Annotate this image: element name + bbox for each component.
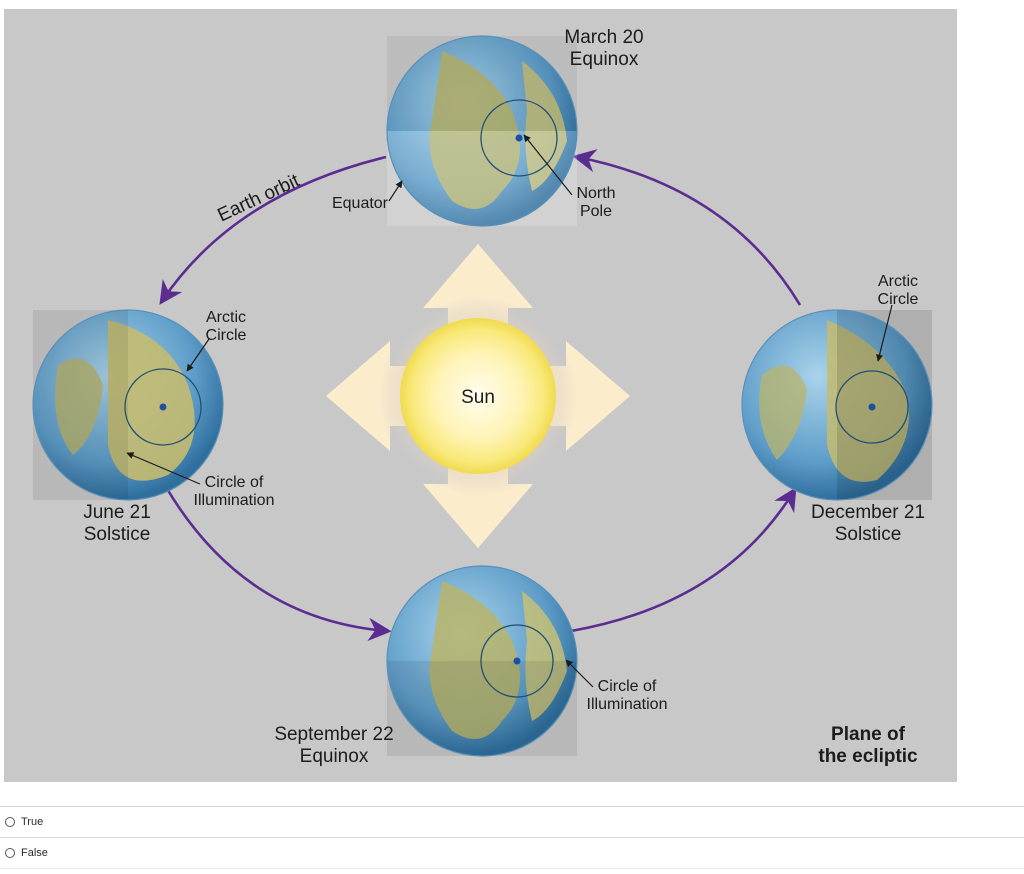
orbit-arrow-september-to-december [570,487,797,633]
arctic-circle-june-line1: Arctic [206,309,246,326]
diagram-canvas: March 20 Equinox Earth orbit Equator Nor… [4,9,957,782]
sun-ray-right [566,341,630,451]
north-pole-dot [515,134,523,142]
arctic-circle-june-line2: Circle [206,327,247,344]
radio-button-true[interactable] [5,817,15,827]
sun-ray-down [423,484,533,548]
sun-ray-left [326,341,390,451]
orbit-arrow-december-to-march [572,149,802,306]
arctic-circle-pointer-december [876,304,893,362]
plane-of-ecliptic-line1: Plane of [831,724,906,745]
illumination-pointer-september [565,659,594,688]
illumination-september-line2: Illumination [587,696,668,713]
equator-label: Equator [332,195,389,212]
option-false-label: False [21,847,48,859]
radio-button-false[interactable] [5,848,15,858]
december-event-label: Solstice [835,524,902,545]
illumination-pointer-june [126,452,201,485]
illumination-june-line2: Illumination [194,492,275,509]
earth-march-equinox [386,35,578,227]
plane-of-ecliptic-line2: the ecliptic [818,746,918,767]
equator-pointer [388,180,403,202]
leader-lines [126,134,893,688]
september-event-label: Equinox [300,746,369,767]
march-event-label: Equinox [570,49,639,70]
sun-disc [400,318,556,474]
north-pole-label-line1: North [576,185,615,202]
sun [326,244,630,548]
earth-orbit-path [159,149,802,642]
illumination-september-line1: Circle of [598,678,657,695]
north-pole-pointer [523,134,573,196]
arctic-circle-ring [480,99,558,177]
sun-ray-up [423,244,533,308]
option-true[interactable]: True [0,806,1024,837]
june-date-label: June 21 [83,502,151,523]
september-date-label: September 22 [274,724,393,745]
illumination-june-line1: Circle of [205,474,264,491]
arctic-circle-december-line2: Circle [878,291,919,308]
arctic-circle-december-line1: Arctic [878,273,918,290]
orbit-arrow-june-to-september [164,486,392,642]
option-true-label: True [21,816,44,828]
arctic-circle-pointer-june [186,338,210,372]
earth-orbit-diagram: March 20 Equinox Earth orbit Equator Nor… [4,9,957,782]
june-event-label: Solstice [84,524,151,545]
earth-december-solstice [741,309,933,501]
answer-options: True False [0,806,1024,869]
north-pole-label-line2: Pole [580,203,612,220]
march-date-label: March 20 [564,27,643,48]
earth-june-solstice [32,309,224,501]
earth-september-equinox [386,565,578,757]
december-date-label: December 21 [811,502,925,523]
option-false[interactable]: False [0,837,1024,869]
orbit-arrow-march-to-june [159,155,387,305]
sun-label: Sun [461,387,495,408]
